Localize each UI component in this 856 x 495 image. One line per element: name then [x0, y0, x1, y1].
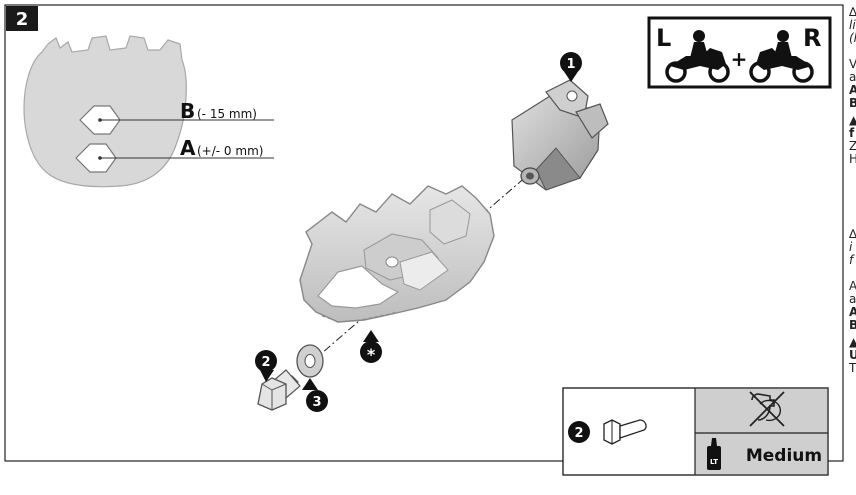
footpeg-detail-outline: B (- 15 mm) A (+/- 0 mm) [23, 35, 274, 188]
threadlocker-bottle-icon: LT [707, 438, 721, 470]
instruction-text-fragment: Z [849, 139, 856, 153]
threadlocker-strength-label: Medium [746, 446, 822, 466]
threadlocker-bottle-label: LT [710, 458, 718, 466]
instruction-text-fragment: ▲ [849, 335, 856, 349]
side-right-letter: R [803, 24, 821, 52]
instruction-text-fragment: ∆ [849, 228, 856, 241]
callout-3-number: 3 [312, 395, 321, 410]
instruction-text-fragment: A [849, 83, 856, 97]
hole-b-letter: B [180, 99, 195, 123]
bolt [257, 369, 301, 411]
side-left-letter: L [656, 24, 671, 52]
washer [296, 344, 324, 378]
instruction-text-fragment: V [849, 57, 856, 71]
step-number: 2 [16, 9, 29, 30]
instruction-text-fragment: (l [849, 31, 856, 45]
callout-asterisk-marker: * [360, 330, 382, 364]
step-number-badge: 2 [6, 6, 38, 31]
callout-asterisk: * [367, 345, 376, 364]
footpeg [299, 185, 495, 323]
legend-bolt-number: 2 [574, 426, 583, 441]
instruction-text-fragment: T [849, 361, 856, 375]
callout-3-marker: 3 [302, 378, 328, 412]
hole-a-letter: A [180, 136, 196, 160]
instruction-text-fragment: A [849, 305, 856, 319]
motorcycle-rider-right-icon [749, 30, 814, 83]
instruction-text-fragment: f [849, 253, 854, 267]
legend-bolt-icon [603, 419, 647, 445]
instruction-text-fragment: a [849, 70, 856, 84]
side-plus-sign: + [731, 47, 748, 71]
instruction-text-fragment: B [849, 96, 856, 110]
mounting-bracket [511, 79, 609, 191]
hole-a-value: (+/- 0 mm) [197, 144, 263, 158]
instruction-text-fragment: ▲ [849, 113, 856, 127]
instruction-text-fragment: B [849, 318, 856, 332]
callout-2-number: 2 [261, 355, 270, 370]
instruction-text-fragment: ∆ [849, 6, 856, 19]
hole-b-value: (- 15 mm) [197, 107, 257, 121]
diagram-frame [4, 4, 844, 462]
callout-1-marker: 1 [560, 52, 582, 82]
instruction-text-fragment: i [849, 240, 853, 254]
no-grease-icon [749, 391, 785, 427]
instruction-text-fragment: U [849, 348, 856, 362]
instruction-text-fragment: A [849, 279, 856, 293]
instruction-text-fragment: a [849, 292, 856, 306]
instruction-text-fragment: f [849, 126, 855, 140]
instruction-text-fragment: H [849, 152, 856, 166]
callout-1-number: 1 [566, 57, 575, 72]
callout-2-marker: 2 [255, 350, 277, 382]
motorcycle-rider-left-icon [665, 30, 730, 83]
instruction-text-fragment: li [849, 18, 856, 32]
legend-bolt-marker: 2 [568, 421, 590, 443]
left-right-side-badge: L R + [647, 16, 832, 89]
